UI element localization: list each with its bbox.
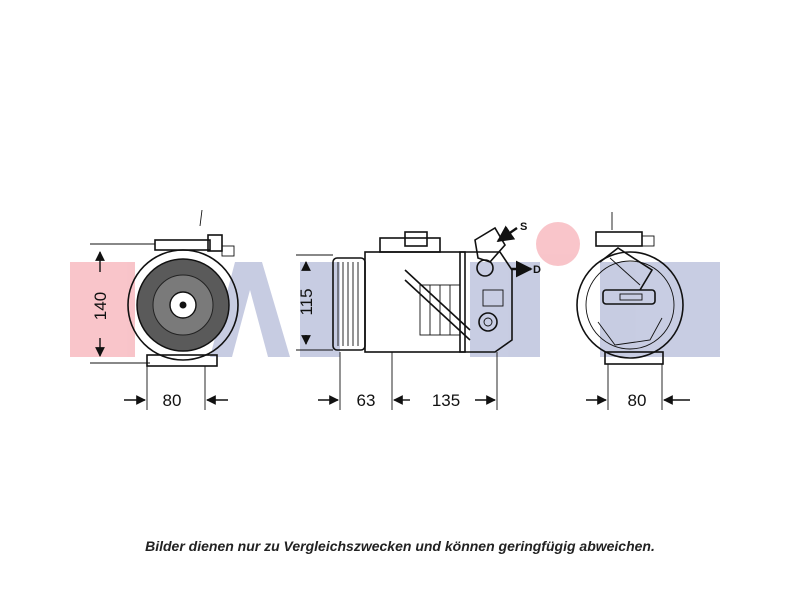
discharge-port-label: D [533, 264, 541, 276]
front-view: 140 80 [90, 209, 239, 410]
rear-width-label: 80 [628, 391, 647, 410]
front-width-label: 80 [163, 391, 182, 410]
side-height-label: 115 [297, 288, 316, 315]
front-height-label: 140 [91, 292, 110, 320]
disclaimer-caption: Bilder dienen nur zu Vergleichszwecken u… [145, 538, 655, 554]
side-view: S D 115 63 135 [296, 221, 541, 410]
brand-watermark [70, 222, 720, 357]
body-length-label: 135 [432, 391, 460, 410]
pulley-length-label: 63 [357, 391, 376, 410]
rear-view: 80 [576, 212, 690, 410]
suction-port-label: S [520, 221, 527, 233]
